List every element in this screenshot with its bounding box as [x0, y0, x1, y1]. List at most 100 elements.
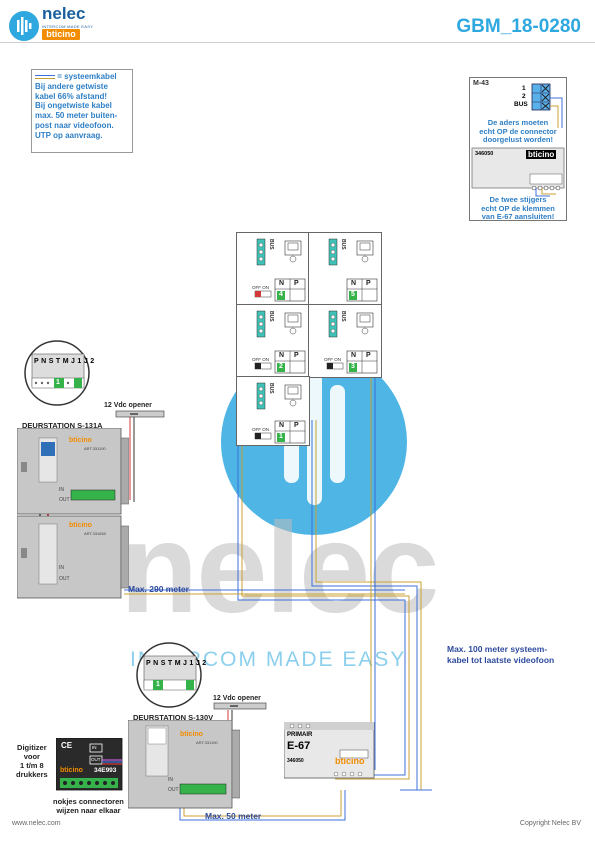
- legend-key: = systeemkabel: [57, 72, 117, 81]
- s130v-out-label: OUT: [168, 787, 179, 793]
- bus-label: BUS: [268, 239, 274, 250]
- terminal-label: S: [48, 358, 56, 365]
- brand-name: nelec: [42, 4, 86, 23]
- videophone-icon: [328, 238, 378, 302]
- terminal-label: M: [174, 660, 184, 667]
- s130v-brand: bticino: [180, 731, 203, 738]
- s131a-device-icon: [17, 428, 129, 599]
- m43-note-line: echt OP de connector: [479, 126, 557, 136]
- cable-legend-icon: [35, 74, 55, 79]
- header-divider: [0, 42, 595, 43]
- videophone-panel-5: BUS N P 5: [308, 232, 382, 306]
- s131a-in-label-lower: IN: [59, 565, 64, 571]
- bticino-logo: bticino: [42, 29, 80, 40]
- footer-copyright: Copyright Nelec BV: [519, 820, 581, 827]
- terminal-label: J2: [195, 660, 209, 667]
- s131a-art2: ART.331650: [84, 531, 106, 536]
- videophone-panel-4: BUS OFF ON N P 4: [236, 232, 310, 306]
- s130v-device-icon: [128, 720, 240, 809]
- s130v-zoom-icon: [136, 642, 202, 708]
- terminal-label: S: [160, 660, 168, 667]
- digitizer-brand: bticino: [60, 767, 83, 774]
- watermark-word: nelec: [120, 497, 439, 640]
- s130v-terminal-labels: PNSTMJ1J2: [146, 660, 209, 667]
- videophone-number: 4: [279, 291, 283, 298]
- n-label: N: [351, 352, 357, 359]
- p-label: P: [366, 280, 371, 287]
- s130v-in-label: IN: [168, 777, 173, 783]
- s130v-opener-label: 12 Vdc opener: [213, 695, 261, 702]
- p-label: P: [366, 352, 371, 359]
- digitizer-out-label: OUT: [91, 757, 101, 762]
- videophone-number: 5: [351, 291, 355, 298]
- m43-title: M-43: [473, 80, 489, 87]
- n-label: N: [279, 280, 285, 287]
- m43-note: De aders moeten echt OP de connector doo…: [470, 118, 566, 145]
- digitizer-device-icon: [56, 738, 123, 791]
- videophone-number: 2: [279, 363, 283, 370]
- off-on-label: OFF ON: [324, 357, 341, 362]
- s130v-opener-icon: [213, 702, 267, 710]
- p-label: P: [294, 422, 299, 429]
- footer-website[interactable]: www.nelec.com: [12, 820, 61, 827]
- legend-key-row: = systeemkabel: [35, 72, 129, 82]
- brand-tagline: INTERCOM MADE EASY: [42, 24, 94, 29]
- nelec-logo-icon: [9, 11, 39, 41]
- m43-note2-line: echt OP de klemmen: [481, 203, 555, 213]
- bus-label: BUS: [268, 311, 274, 322]
- s131a-title: DEURSTATION S-131A: [22, 421, 103, 430]
- e67-name: E-67: [287, 740, 311, 752]
- digitizer-in-label: IN: [92, 745, 97, 750]
- s131a-terminal-value: 1: [56, 379, 60, 386]
- legend-line: UTP op aanvraag.: [35, 130, 103, 140]
- document-title: GBM_18-0280: [456, 16, 581, 37]
- m43-note-line: doorgelust worden!: [483, 135, 553, 144]
- off-on-label: OFF ON: [252, 357, 269, 362]
- bus-label: BUS: [340, 311, 346, 322]
- videophone-icon: [254, 310, 306, 374]
- ce-mark: CE: [61, 741, 73, 750]
- videophone-panel-2: BUS OFF ON N P 2: [236, 304, 310, 378]
- bus-label: BUS: [268, 383, 274, 394]
- terminal-label: J1: [183, 660, 196, 667]
- digitizer-code: 34E993: [94, 767, 117, 774]
- distance-50: Max. 50 meter: [205, 811, 262, 821]
- n-label: N: [279, 352, 285, 359]
- off-on-label: OFF ON: [252, 427, 269, 432]
- s131a-opener-icon: [115, 410, 165, 418]
- legend-box: = systeemkabel Bij andere getwiste kabel…: [31, 69, 133, 153]
- distance-100-line: kabel tot laatste videofoon: [447, 655, 555, 665]
- s131a-art1: ART.331100: [84, 446, 106, 451]
- videophone-icon: [254, 382, 306, 444]
- terminal-label: N: [153, 660, 161, 667]
- videophone-number: 3: [351, 363, 355, 370]
- p-label: P: [294, 352, 299, 359]
- s130v-title: DEURSTATION S-130V: [133, 713, 214, 722]
- s131a-out-label-lower: OUT: [59, 576, 70, 582]
- digitizer-label: Digitizer voor 1 t/m 8 drukkers: [16, 743, 48, 779]
- s131a-in-label: IN: [59, 487, 64, 493]
- distance-100: Max. 100 meter systeem- kabel tot laatst…: [447, 644, 554, 666]
- terminal-label: T: [167, 660, 175, 667]
- legend-line: Bij ongetwiste kabel: [35, 101, 112, 111]
- s131a-brand-lower: bticino: [69, 522, 92, 529]
- digitizer-note-line: nokjes connectoren: [53, 797, 124, 806]
- digitizer-label-line: voor: [23, 752, 40, 761]
- terminal-label: P: [146, 660, 154, 667]
- s130v-art: ART.331100: [196, 740, 218, 745]
- terminal-label: P: [34, 358, 42, 365]
- videophone-icon: [326, 310, 378, 374]
- digitizer-note-line: wijzen naar elkaar: [56, 806, 121, 815]
- terminal-label: T: [55, 358, 63, 365]
- legend-line: Bij andere getwiste: [35, 81, 108, 91]
- legend-line: post naar videofoon.: [35, 120, 114, 130]
- m43-detail-box: M-43 1 2 BUS De aders moeten echt OP de …: [469, 77, 567, 221]
- m43-note2: De twee stijgers echt OP de klemmen van …: [470, 195, 566, 222]
- m43-pin-1: 1: [522, 85, 526, 92]
- e67-brand: bticino: [335, 756, 365, 766]
- m43-note-line: De aders moeten: [487, 118, 549, 127]
- distance-100-line: Max. 100 meter systeem-: [447, 644, 548, 654]
- s131a-brand: bticino: [69, 437, 92, 444]
- e67-device-icon: [284, 722, 375, 779]
- videophone-panel-1: BUS OFF ON N P 1: [236, 376, 310, 446]
